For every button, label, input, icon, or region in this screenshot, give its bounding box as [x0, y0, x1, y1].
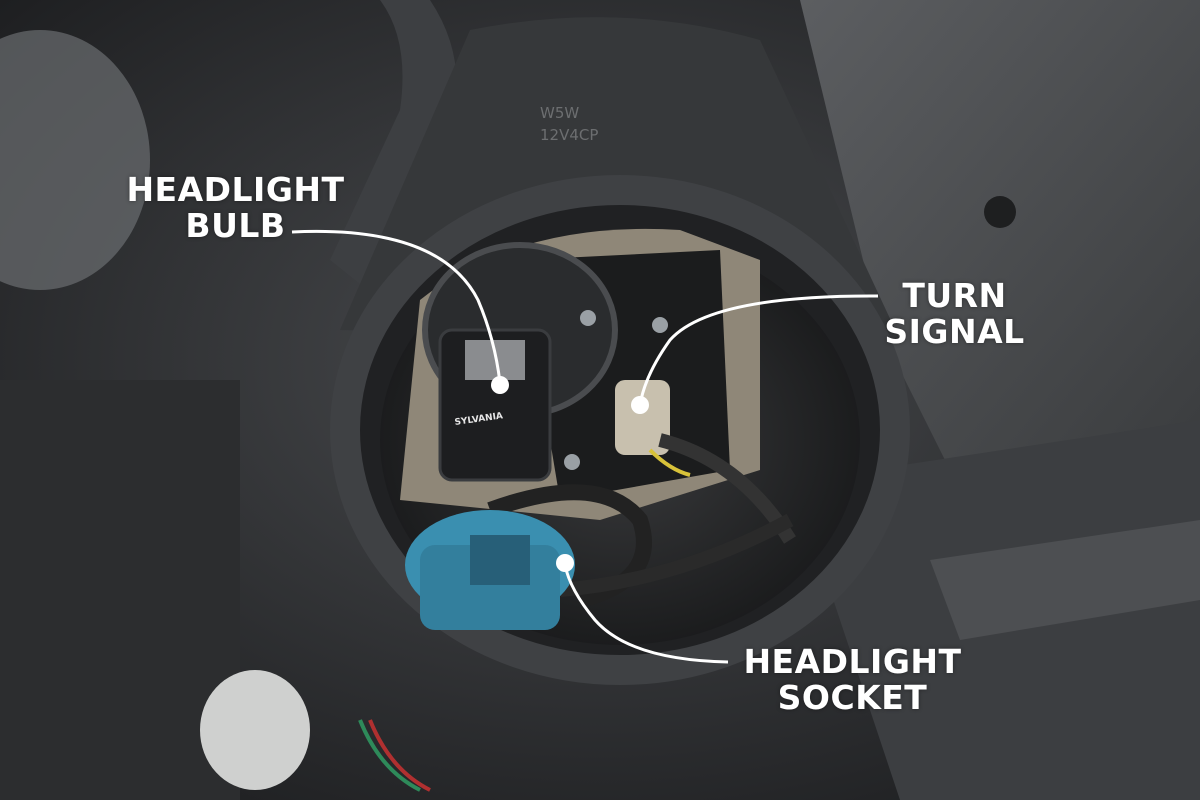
embossed-text-line1: W5W — [540, 104, 579, 122]
callout-dot-turn — [631, 396, 649, 414]
callout-line-socket — [563, 564, 729, 664]
label-turn-signal: TURN SIGNAL — [872, 278, 1037, 350]
blurred-bolt-left — [0, 30, 150, 290]
headlight-socket — [405, 510, 575, 630]
label-line: SOCKET — [777, 678, 928, 717]
housing-right-panel — [800, 0, 1200, 480]
hose — [330, 0, 457, 300]
callout-dot-socket — [556, 554, 574, 572]
label-line: HEADLIGHT — [743, 642, 962, 681]
label-line: HEADLIGHT — [126, 170, 345, 209]
label-line: TURN — [902, 276, 1007, 315]
label-line: SIGNAL — [884, 312, 1025, 351]
turn-signal-socket — [615, 380, 670, 455]
label-headlight-socket: HEADLIGHT SOCKET — [730, 644, 975, 716]
label-headlight-bulb: HEADLIGHT BULB — [118, 172, 353, 244]
label-line: BULB — [185, 206, 286, 245]
embossed-text-line2: 12V4CP — [540, 126, 598, 144]
callout-line-bulb — [291, 229, 502, 384]
callout-dot-bulb — [491, 376, 509, 394]
callout-line-turn — [638, 294, 879, 406]
